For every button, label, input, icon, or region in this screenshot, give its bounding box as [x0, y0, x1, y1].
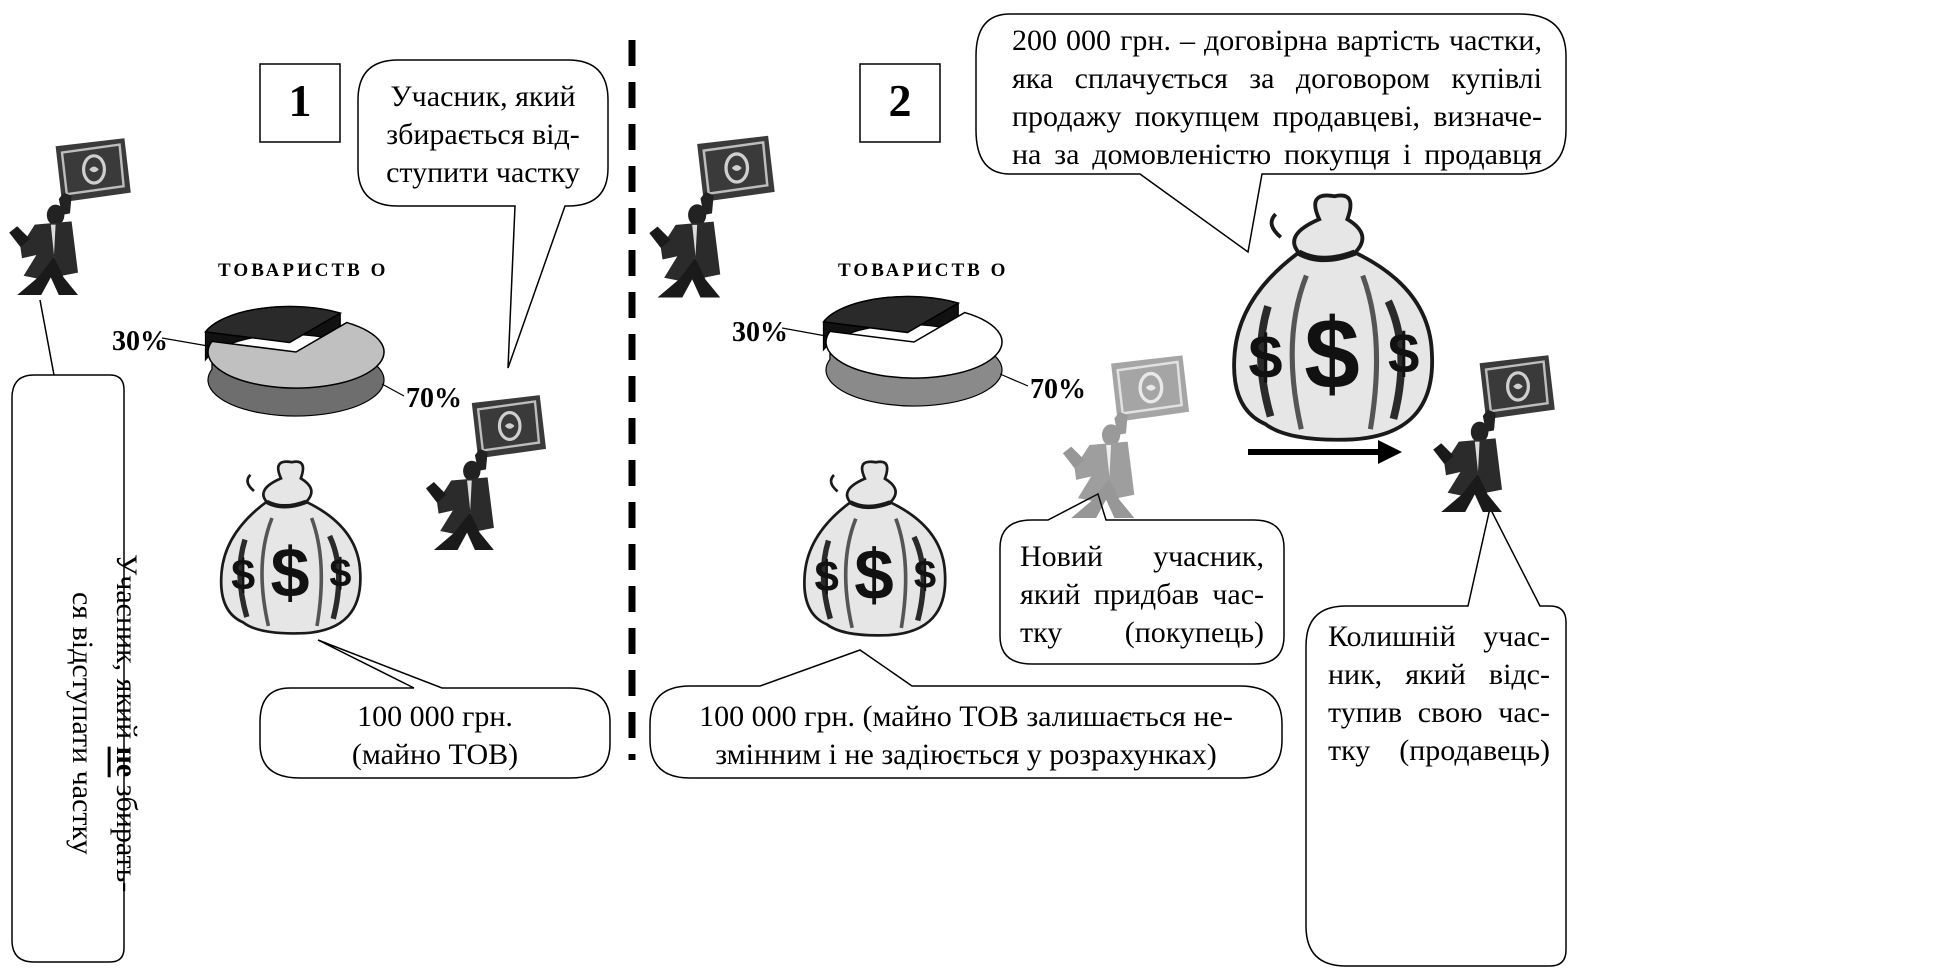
share-label-70-panel-2: 70%: [1030, 374, 1086, 405]
businessman-with-banknote-icon: [647, 134, 777, 300]
share-label-30-panel-1: 30%: [112, 326, 168, 357]
bubble-line: 100 000 грн.: [357, 700, 513, 733]
selling-member-text: Учасник, який збирається від- ступити ча…: [368, 78, 598, 192]
pie-slice-30%: [822, 295, 961, 334]
bubble-line: яка сплачується за договором купівлі: [1012, 62, 1542, 95]
assets-text-panel-1: 100 000 грн. (майно ТОВ): [270, 698, 600, 774]
businessman-with-banknote-icon: [7, 136, 133, 297]
assets-bubble-panel-1: [259, 639, 611, 779]
bubble-line: тку (продавець): [1328, 734, 1550, 767]
bubble-line: збирається від-: [386, 118, 580, 151]
pie-slice-70%: [207, 321, 385, 389]
bubble-line: Новий учасник,: [1020, 540, 1264, 573]
panel-number-2: 2: [888, 75, 912, 126]
bubble-line: ник, який відс-: [1328, 658, 1550, 691]
pie-slice-70%: [825, 311, 1003, 379]
bubble-line: (майно ТОВ): [351, 738, 519, 771]
share-label-30-panel-2: 30%: [732, 317, 788, 348]
ownership-pie-panel-2: [781, 295, 1029, 407]
share-label-70-panel-1: 70%: [406, 383, 462, 414]
businessman-with-banknote-icon: [1431, 353, 1557, 512]
text-run: Учасник, який: [110, 553, 143, 747]
emphasis-not: не: [110, 746, 143, 778]
selling-bubble-panel-1: [357, 59, 609, 369]
number-box-2: [859, 63, 941, 143]
pie-slice-30%: [204, 305, 343, 344]
buyer-bubble-panel-2: [999, 492, 1285, 665]
bubble-line: 200 000 грн. – договірна вартість частки…: [1012, 24, 1542, 57]
seller-bubble-panel-2: [1305, 505, 1567, 967]
leader-line: [381, 383, 405, 397]
bubble-line: продажу покупцем продавцеві, визначе-: [1012, 100, 1542, 133]
bubble-line: ся відступати частку: [66, 591, 99, 855]
price-text: 200 000 грн. – договірна вартість частки…: [1012, 22, 1542, 174]
leader-line: [999, 373, 1029, 387]
buyer-text: Новий учасник, який придбав час- тку (по…: [1020, 538, 1264, 652]
bubble-line: 100 000 грн. (майно ТОВ залишається не-: [699, 700, 1233, 733]
text-run: збирать-: [110, 777, 143, 893]
bubble-line: який придбав час-: [1020, 578, 1264, 611]
bubble-line: тупив свою час-: [1328, 696, 1550, 729]
bubble-line: тку (покупець): [1020, 616, 1264, 649]
transfer-arrow-icon: [1248, 440, 1402, 464]
bubble-line: змінним і не задіюється у розрахунках): [715, 738, 1217, 771]
leader-line: [781, 327, 827, 337]
businessman-with-banknote-icon: [424, 393, 548, 550]
assets-bubble-panel-2: [649, 649, 1283, 779]
price-bubble-panel-2: [975, 13, 1567, 254]
money-bags-icon: [804, 462, 945, 636]
panel-number-1: 1: [288, 75, 312, 126]
bubble-line: Учасник, який: [390, 80, 576, 113]
bubble-line: ступити частку: [386, 156, 580, 189]
seller-text: Колишній учас- ник, який відс- тупив сво…: [1328, 618, 1550, 770]
leader-line: [161, 337, 209, 347]
bubble-line: Учасник, який не збирать-: [104, 478, 148, 968]
money-bags-icon: [221, 462, 360, 634]
ownership-pie-panel-1: [161, 305, 405, 417]
staying-bubble-panel-1: [11, 299, 125, 963]
number-box-1: [259, 63, 341, 143]
company-label-panel-2: ТОВАРИСТВ О: [838, 260, 1009, 281]
bubble-line: на за домовленістю покупця і продавця: [1012, 138, 1542, 171]
company-label-panel-1: ТОВАРИСТВ О: [218, 260, 389, 281]
assets-text-panel-2: 100 000 грн. (майно ТОВ залишається не- …: [660, 698, 1272, 774]
money-bags-icon: [1234, 195, 1432, 439]
bubble-line: Колишній учас-: [1328, 620, 1550, 653]
staying-member-text: Учасник, який не збирать- ся відступати …: [20, 478, 148, 968]
